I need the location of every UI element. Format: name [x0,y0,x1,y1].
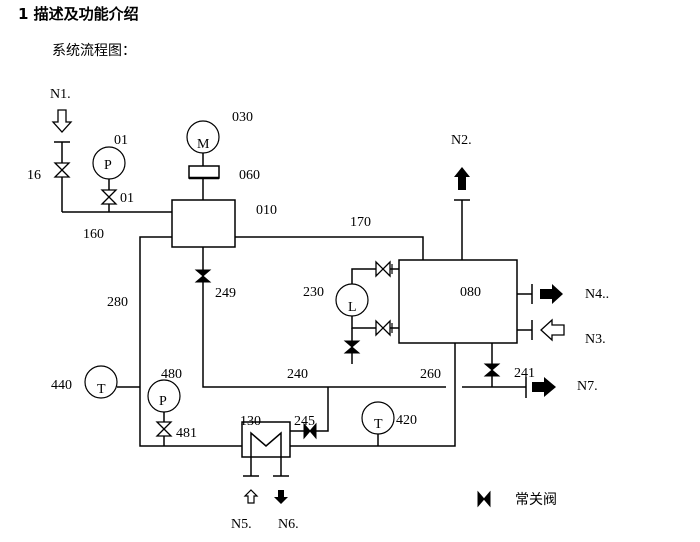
pipe-170 [235,236,424,260]
label-valve-16: 16 [27,168,41,183]
label-tank-010: 010 [256,203,277,218]
pipe-260 [290,343,456,447]
valve-level-top-icon [375,260,391,278]
tank-010 [171,199,236,248]
label-n6: N6. [278,517,299,532]
valve-481-icon [155,421,173,437]
symbol-pressure-480: P [159,394,167,409]
label-n4: N4.. [585,287,609,302]
label-temp-440: 440 [51,378,72,393]
valve-level-drain-icon [343,340,361,354]
label-temp-420: 420 [396,413,417,428]
vessel-080 [398,259,518,344]
label-valve-241: 241 [514,366,535,381]
label-motor-030: 030 [232,110,253,125]
label-line-170: 170 [350,215,371,230]
label-gauge-01: 01 [114,133,128,148]
pipe-280 [139,236,242,447]
n7-outlet-arrow-icon [532,377,556,397]
valve-245-icon [303,422,317,440]
coupling-060 [188,165,220,179]
label-level-230: 230 [303,285,324,300]
symbol-temp-420: T [374,417,383,432]
valve-249-icon [194,269,212,283]
legend-closed-valve-icon [477,490,491,508]
temp-gauge-440 [84,365,118,399]
valve-01-icon [100,189,118,205]
n3-inlet-arrow-icon [540,318,565,342]
valve-241-icon [483,363,501,377]
n2-outlet-arrow-icon [454,167,470,190]
label-n2: N2. [451,133,472,148]
symbol-gauge-01: P [104,158,112,173]
symbol-temp-440: T [97,382,106,397]
valve-level-bottom-icon [375,319,391,337]
label-line-280: 280 [107,295,128,310]
n5-inlet-arrow-icon [243,489,259,504]
valve-16-icon [53,162,71,178]
n6-outlet-arrow-icon [274,490,288,504]
label-n3: N3. [585,332,606,347]
section-title: 1 描述及功能介绍 [18,5,139,23]
pressure-gauge-01 [92,146,126,180]
label-pressure-480: 480 [161,367,182,382]
label-hx-130: 130 [240,414,261,429]
heat-exchanger-coil [250,431,282,476]
temp-gauge-420 [361,401,395,435]
pressure-gauge-480 [147,379,181,413]
label-n1: N1. [50,87,71,102]
n4-outlet-arrow-icon [540,284,563,304]
label-valve-245: 245 [294,414,315,429]
pipe-249 [202,247,446,388]
label-valve-249: 249 [215,286,236,301]
label-line-240: 240 [287,367,308,382]
legend-closed-valve-label: 常关阀 [515,492,557,508]
label-n5: N5. [231,517,252,532]
label-valve-481: 481 [176,426,197,441]
level-gauge-230 [335,283,369,317]
label-vessel-080: 080 [460,285,481,300]
label-valve-01: 01 [120,191,134,206]
label-n7: N7. [577,379,598,394]
label-line-260: 260 [420,367,441,382]
symbol-motor: M [197,137,210,152]
label-line-160: 160 [83,227,104,242]
motor-030 [186,120,220,154]
diagram-subtitle: 系统流程图： [52,43,136,59]
heat-exchanger-130 [241,421,291,458]
n1-inlet-arrow-icon [51,109,73,133]
symbol-level: L [348,300,357,315]
label-coupling-060: 060 [239,168,260,183]
pipe-245 [290,387,329,432]
